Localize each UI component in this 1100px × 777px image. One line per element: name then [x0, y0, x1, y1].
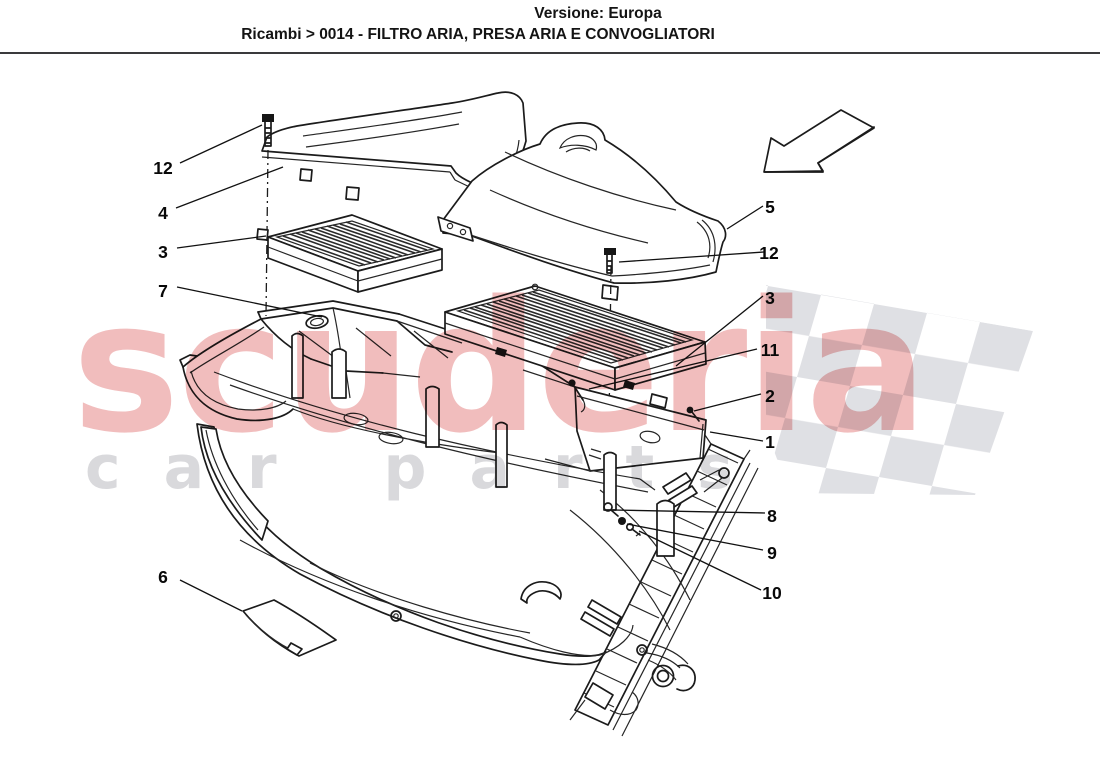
callout-7: 7 — [158, 281, 168, 301]
direction-arrow-icon — [763, 109, 875, 173]
callout-12-right: 12 — [759, 243, 779, 263]
callout-11: 11 — [761, 340, 780, 360]
part-radiator-rail — [569, 434, 759, 737]
conveyor-rear-tray — [257, 300, 576, 399]
callout-3-left: 3 — [158, 242, 168, 262]
part-airbox — [522, 369, 707, 472]
part-air-filter-left — [256, 214, 443, 293]
callout-labels: 12 4 3 7 6 5 12 3 11 2 1 8 9 10 — [153, 158, 782, 603]
line-art — [175, 91, 875, 737]
part-air-filter-right — [444, 283, 707, 409]
version-label: Versione: Europa — [534, 5, 662, 22]
callout-2: 2 — [765, 386, 775, 406]
watermark-subtitle: car parts — [85, 433, 776, 503]
support-pillars — [291, 332, 675, 557]
callout-8: 8 — [767, 506, 777, 526]
callout-5: 5 — [765, 197, 775, 217]
callout-4: 4 — [158, 203, 168, 223]
part-air-intake-duct-right — [437, 122, 727, 301]
part-conveyor-duct — [179, 318, 691, 666]
clip-part-11 — [568, 379, 586, 413]
bolt-icon-right — [604, 248, 616, 274]
breadcrumb: Ricambi > 0014 - FILTRO ARIA, PRESA ARIA… — [241, 26, 715, 43]
callout-6: 6 — [158, 567, 168, 587]
checkered-flag-watermark — [766, 285, 1033, 495]
screw-part-2 — [686, 406, 700, 422]
callout-12-left: 12 — [153, 158, 173, 178]
fastener-icons — [603, 502, 641, 537]
watermark: scuderia car parts — [72, 262, 928, 503]
callout-1: 1 — [765, 432, 775, 452]
callout-9: 9 — [767, 543, 777, 563]
part-flap — [242, 599, 337, 657]
leader-lines — [175, 124, 766, 612]
header-divider — [0, 52, 1100, 54]
callout-10: 10 — [762, 583, 782, 603]
watermark-brand: scuderia — [72, 262, 926, 473]
callout-3-right: 3 — [765, 288, 775, 308]
bolt-icon-left — [262, 114, 274, 147]
